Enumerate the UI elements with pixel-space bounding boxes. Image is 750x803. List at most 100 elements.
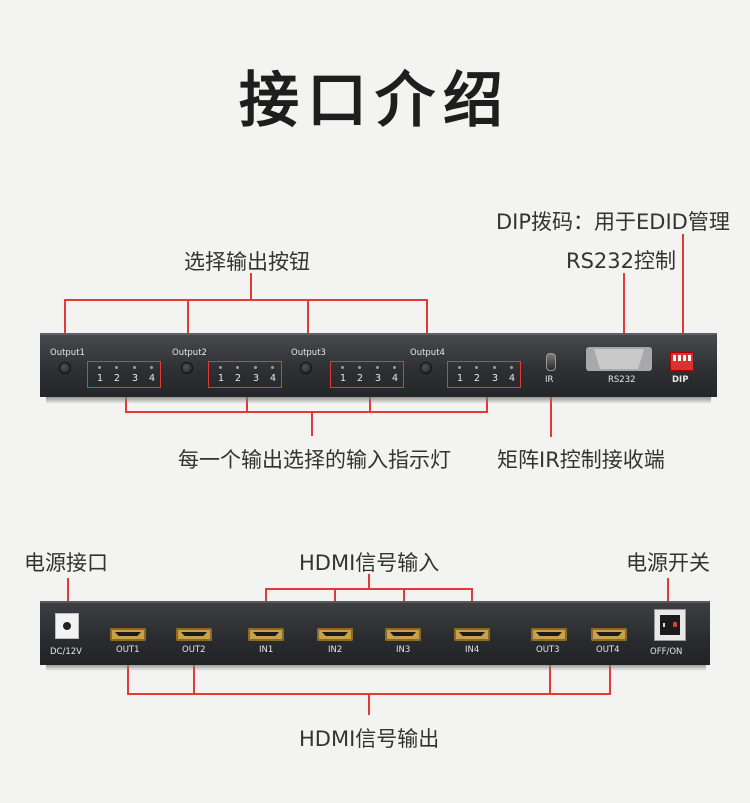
output4-button[interactable] <box>420 362 432 374</box>
label-select-buttons: 选择输出按钮 <box>184 250 310 274</box>
led-number: 3 <box>374 373 382 384</box>
label-hdmi-out: HDMI信号输出 <box>299 727 440 751</box>
port-label: IN2 <box>328 645 343 655</box>
output4-label: Output4 <box>410 348 445 358</box>
ir-receiver-icon <box>546 353 556 371</box>
connector-line <box>311 411 313 436</box>
indicator-led <box>510 366 513 369</box>
led-group-output2: 1 2 3 4 <box>208 361 282 388</box>
port-label: IN1 <box>259 645 274 655</box>
connector-line <box>549 655 551 695</box>
dip-switch[interactable] <box>670 352 694 371</box>
hdmi-port-out4[interactable] <box>591 628 627 641</box>
dc-power-jack[interactable] <box>55 613 79 639</box>
connector-line <box>682 234 684 350</box>
dip-toggle[interactable] <box>678 355 681 361</box>
connector-line <box>193 655 195 695</box>
led-number: 3 <box>252 373 260 384</box>
led-group-output1: 1 2 3 4 <box>87 361 161 388</box>
page-title: 接口介绍 <box>239 66 511 136</box>
led-number: 2 <box>234 373 242 384</box>
rs232-label: RS232 <box>608 375 636 385</box>
back-panel: DC/12V OUT1 OUT2 IN1 IN2 IN3 IN4 OUT3 OU… <box>40 601 710 665</box>
led-number: 1 <box>96 373 104 384</box>
indicator-led <box>236 366 239 369</box>
indicator-led <box>115 366 118 369</box>
indicator-led <box>393 366 396 369</box>
hdmi-port-in4[interactable] <box>454 628 490 641</box>
hdmi-port-out1[interactable] <box>110 628 146 641</box>
indicator-led <box>458 366 461 369</box>
connector-line <box>623 273 625 353</box>
label-power-switch: 电源开关 <box>626 551 710 575</box>
hdmi-icon <box>596 632 622 636</box>
hdmi-icon <box>390 632 416 636</box>
label-dip: DIP拨码：用于EDID管理 <box>496 210 730 234</box>
led-number: 4 <box>391 373 399 384</box>
port-label: OUT4 <box>596 645 620 655</box>
hdmi-port-in2[interactable] <box>317 628 353 641</box>
connector-line <box>250 273 252 300</box>
output3-button[interactable] <box>300 362 312 374</box>
indicator-led <box>475 366 478 369</box>
hdmi-icon <box>115 632 141 636</box>
port-label: OUT1 <box>116 645 140 655</box>
indicator-led <box>133 366 136 369</box>
db9-connector-icon <box>594 349 644 369</box>
led-number: 4 <box>148 373 156 384</box>
ir-label: IR <box>545 375 554 385</box>
led-number: 1 <box>217 373 225 384</box>
front-panel-shadow <box>46 395 711 404</box>
dip-toggle[interactable] <box>688 355 691 361</box>
led-number: 3 <box>491 373 499 384</box>
dc-jack-icon <box>63 622 71 630</box>
indicator-led <box>271 366 274 369</box>
indicator-led <box>254 366 257 369</box>
connector-line <box>127 655 129 695</box>
label-indicators: 每一个输出选择的输入指示灯 <box>178 448 451 472</box>
port-label: OUT3 <box>536 645 560 655</box>
output2-button[interactable] <box>181 362 193 374</box>
connector-line <box>368 693 370 715</box>
led-number: 2 <box>356 373 364 384</box>
led-group-output3: 1 2 3 4 <box>330 361 404 388</box>
hdmi-port-in3[interactable] <box>385 628 421 641</box>
led-group-output4: 1 2 3 4 <box>447 361 521 388</box>
hdmi-port-out2[interactable] <box>176 628 212 641</box>
connector-line <box>64 299 428 301</box>
output1-button[interactable] <box>59 362 71 374</box>
connector-line <box>307 299 309 355</box>
led-number: 1 <box>339 373 347 384</box>
port-label: IN4 <box>465 645 480 655</box>
connector-line <box>187 299 189 355</box>
indicator-led <box>98 366 101 369</box>
connector-line <box>64 299 66 355</box>
label-rs232: RS232控制 <box>566 249 677 273</box>
led-number: 2 <box>113 373 121 384</box>
power-switch[interactable] <box>654 609 686 641</box>
port-label: OUT2 <box>182 645 206 655</box>
indicator-led <box>493 366 496 369</box>
back-panel-shadow <box>46 663 706 671</box>
dip-toggle[interactable] <box>673 355 676 361</box>
led-number: 2 <box>473 373 481 384</box>
output2-label: Output2 <box>172 348 207 358</box>
hdmi-icon <box>322 632 348 636</box>
hdmi-icon <box>181 632 207 636</box>
label-power-port: 电源接口 <box>24 551 108 575</box>
rs232-port[interactable] <box>586 347 652 371</box>
connector-line <box>265 588 473 590</box>
led-number: 1 <box>456 373 464 384</box>
led-number: 4 <box>508 373 516 384</box>
dip-toggle[interactable] <box>683 355 686 361</box>
output1-label: Output1 <box>50 348 85 358</box>
label-ir: 矩阵IR控制接收端 <box>497 448 665 472</box>
output3-label: Output3 <box>291 348 326 358</box>
indicator-led <box>341 366 344 369</box>
connector-line <box>67 578 69 615</box>
hdmi-port-out3[interactable] <box>531 628 567 641</box>
dip-label: DIP <box>672 375 689 385</box>
connector-line <box>368 574 370 590</box>
label-hdmi-in: HDMI信号输入 <box>299 551 440 575</box>
hdmi-port-in1[interactable] <box>248 628 284 641</box>
